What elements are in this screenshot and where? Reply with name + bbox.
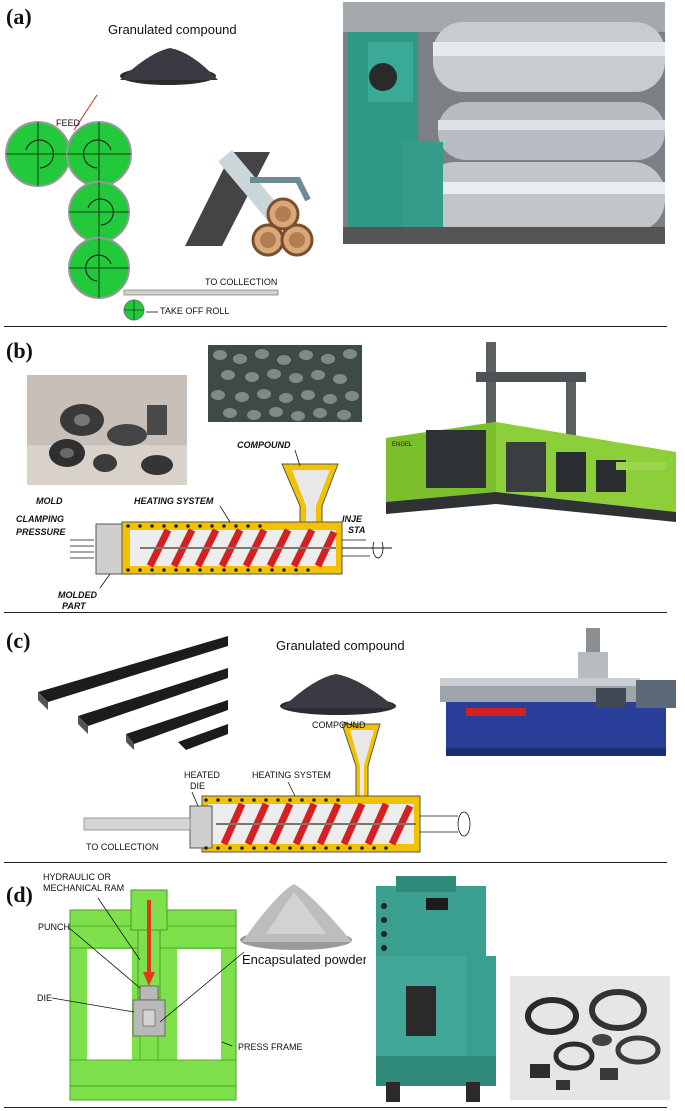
- divider-b-c: [4, 612, 667, 613]
- panel-d-compression-molding: (d) HYDRAULIC OR MECHANICAL RAM PUNCH DI…: [0, 864, 685, 1111]
- to-collection-label-a: TO COLLECTION: [205, 277, 278, 287]
- extruded-profiles-photo: [38, 636, 228, 750]
- to-collection-label-c: TO COLLECTION: [86, 842, 159, 852]
- take-off-roll-label: TAKE OFF ROLL: [160, 306, 230, 316]
- calender-roll-4: [68, 237, 130, 299]
- take-off-roll: [123, 299, 145, 321]
- mold-b: [95, 523, 123, 575]
- compound-label-c: COMPOUND: [312, 720, 366, 730]
- press-schematic: [51, 889, 245, 1101]
- calendering-diagram: [5, 48, 314, 321]
- compression-parts-photo: [510, 976, 670, 1100]
- compound-pellets-photo: [208, 345, 362, 422]
- heated-die-label-line1: HEATED: [184, 770, 220, 780]
- machine-brand-text: ENGEL: [392, 442, 413, 448]
- injection-label-line2: STA: [348, 525, 366, 535]
- punch-label: PUNCH: [38, 922, 71, 932]
- extrusion-schematic: [83, 721, 471, 853]
- ram-label-line1: HYDRAULIC OR: [43, 872, 112, 882]
- molded-part-label-line2: PART: [62, 601, 86, 611]
- pressure-label: PRESSURE: [16, 527, 66, 537]
- press-frame-label: PRESS FRAME: [238, 1042, 303, 1052]
- rolled-sheets: [185, 150, 314, 257]
- calender-machine-photo: [343, 2, 665, 244]
- divider-a-b: [4, 326, 667, 327]
- panel-d-label: (d): [6, 882, 33, 907]
- heated-die: [189, 805, 213, 849]
- granulated-compound-label-a: Granulated compound: [108, 22, 237, 37]
- encapsulated-powder-pile: [240, 884, 352, 950]
- divider-c-d: [4, 862, 667, 863]
- heated-die-label-line2: DIE: [190, 781, 206, 791]
- calender-roll-2: [66, 121, 132, 187]
- divider-bottom: [4, 1107, 667, 1108]
- compound-label-b: COMPOUND: [237, 440, 291, 450]
- panel-c-label: (c): [6, 628, 31, 653]
- injection-molding-schematic: [70, 449, 392, 589]
- extruder-machine-photo: [436, 622, 680, 764]
- ram-label-line2: MECHANICAL RAM: [43, 883, 125, 893]
- extrudate: [83, 817, 191, 831]
- encapsulated-powder-label: Encapsulated powder: [242, 952, 368, 967]
- mold-label: MOLD: [36, 496, 63, 506]
- panel-b-label: (b): [6, 338, 33, 363]
- compression-press-photo: [366, 876, 502, 1106]
- punch: [139, 985, 159, 1001]
- die-label: DIE: [37, 993, 53, 1003]
- feed-label: FEED: [56, 118, 81, 128]
- panel-a-label: (a): [6, 4, 32, 29]
- heating-system-label-c: HEATING SYSTEM: [252, 770, 331, 780]
- clamping-label: CLAMPING: [16, 514, 64, 524]
- injection-label-line1: INJE: [342, 514, 363, 524]
- calender-roll-3: [68, 181, 130, 243]
- calender-roll-1: [5, 121, 71, 187]
- granulated-pile-c: [280, 674, 396, 715]
- heating-system-label-b: HEATING SYSTEM: [134, 496, 214, 506]
- granulated-pile-a-top: [120, 48, 218, 80]
- injection-molding-machine-photo: ENGEL: [366, 342, 682, 542]
- panel-a-calendering: (a) Granulated compound: [0, 0, 685, 326]
- feed-arrow: [73, 94, 98, 131]
- molded-part-label-line1: MOLDED: [58, 590, 97, 600]
- granulated-compound-label-c: Granulated compound: [276, 638, 405, 653]
- calendered-sheet: [123, 289, 279, 296]
- molded-parts-photo: [27, 375, 187, 485]
- panel-b-injection-molding: (b): [0, 328, 685, 612]
- panel-c-extrusion: (c) Granulated compound: [0, 614, 685, 862]
